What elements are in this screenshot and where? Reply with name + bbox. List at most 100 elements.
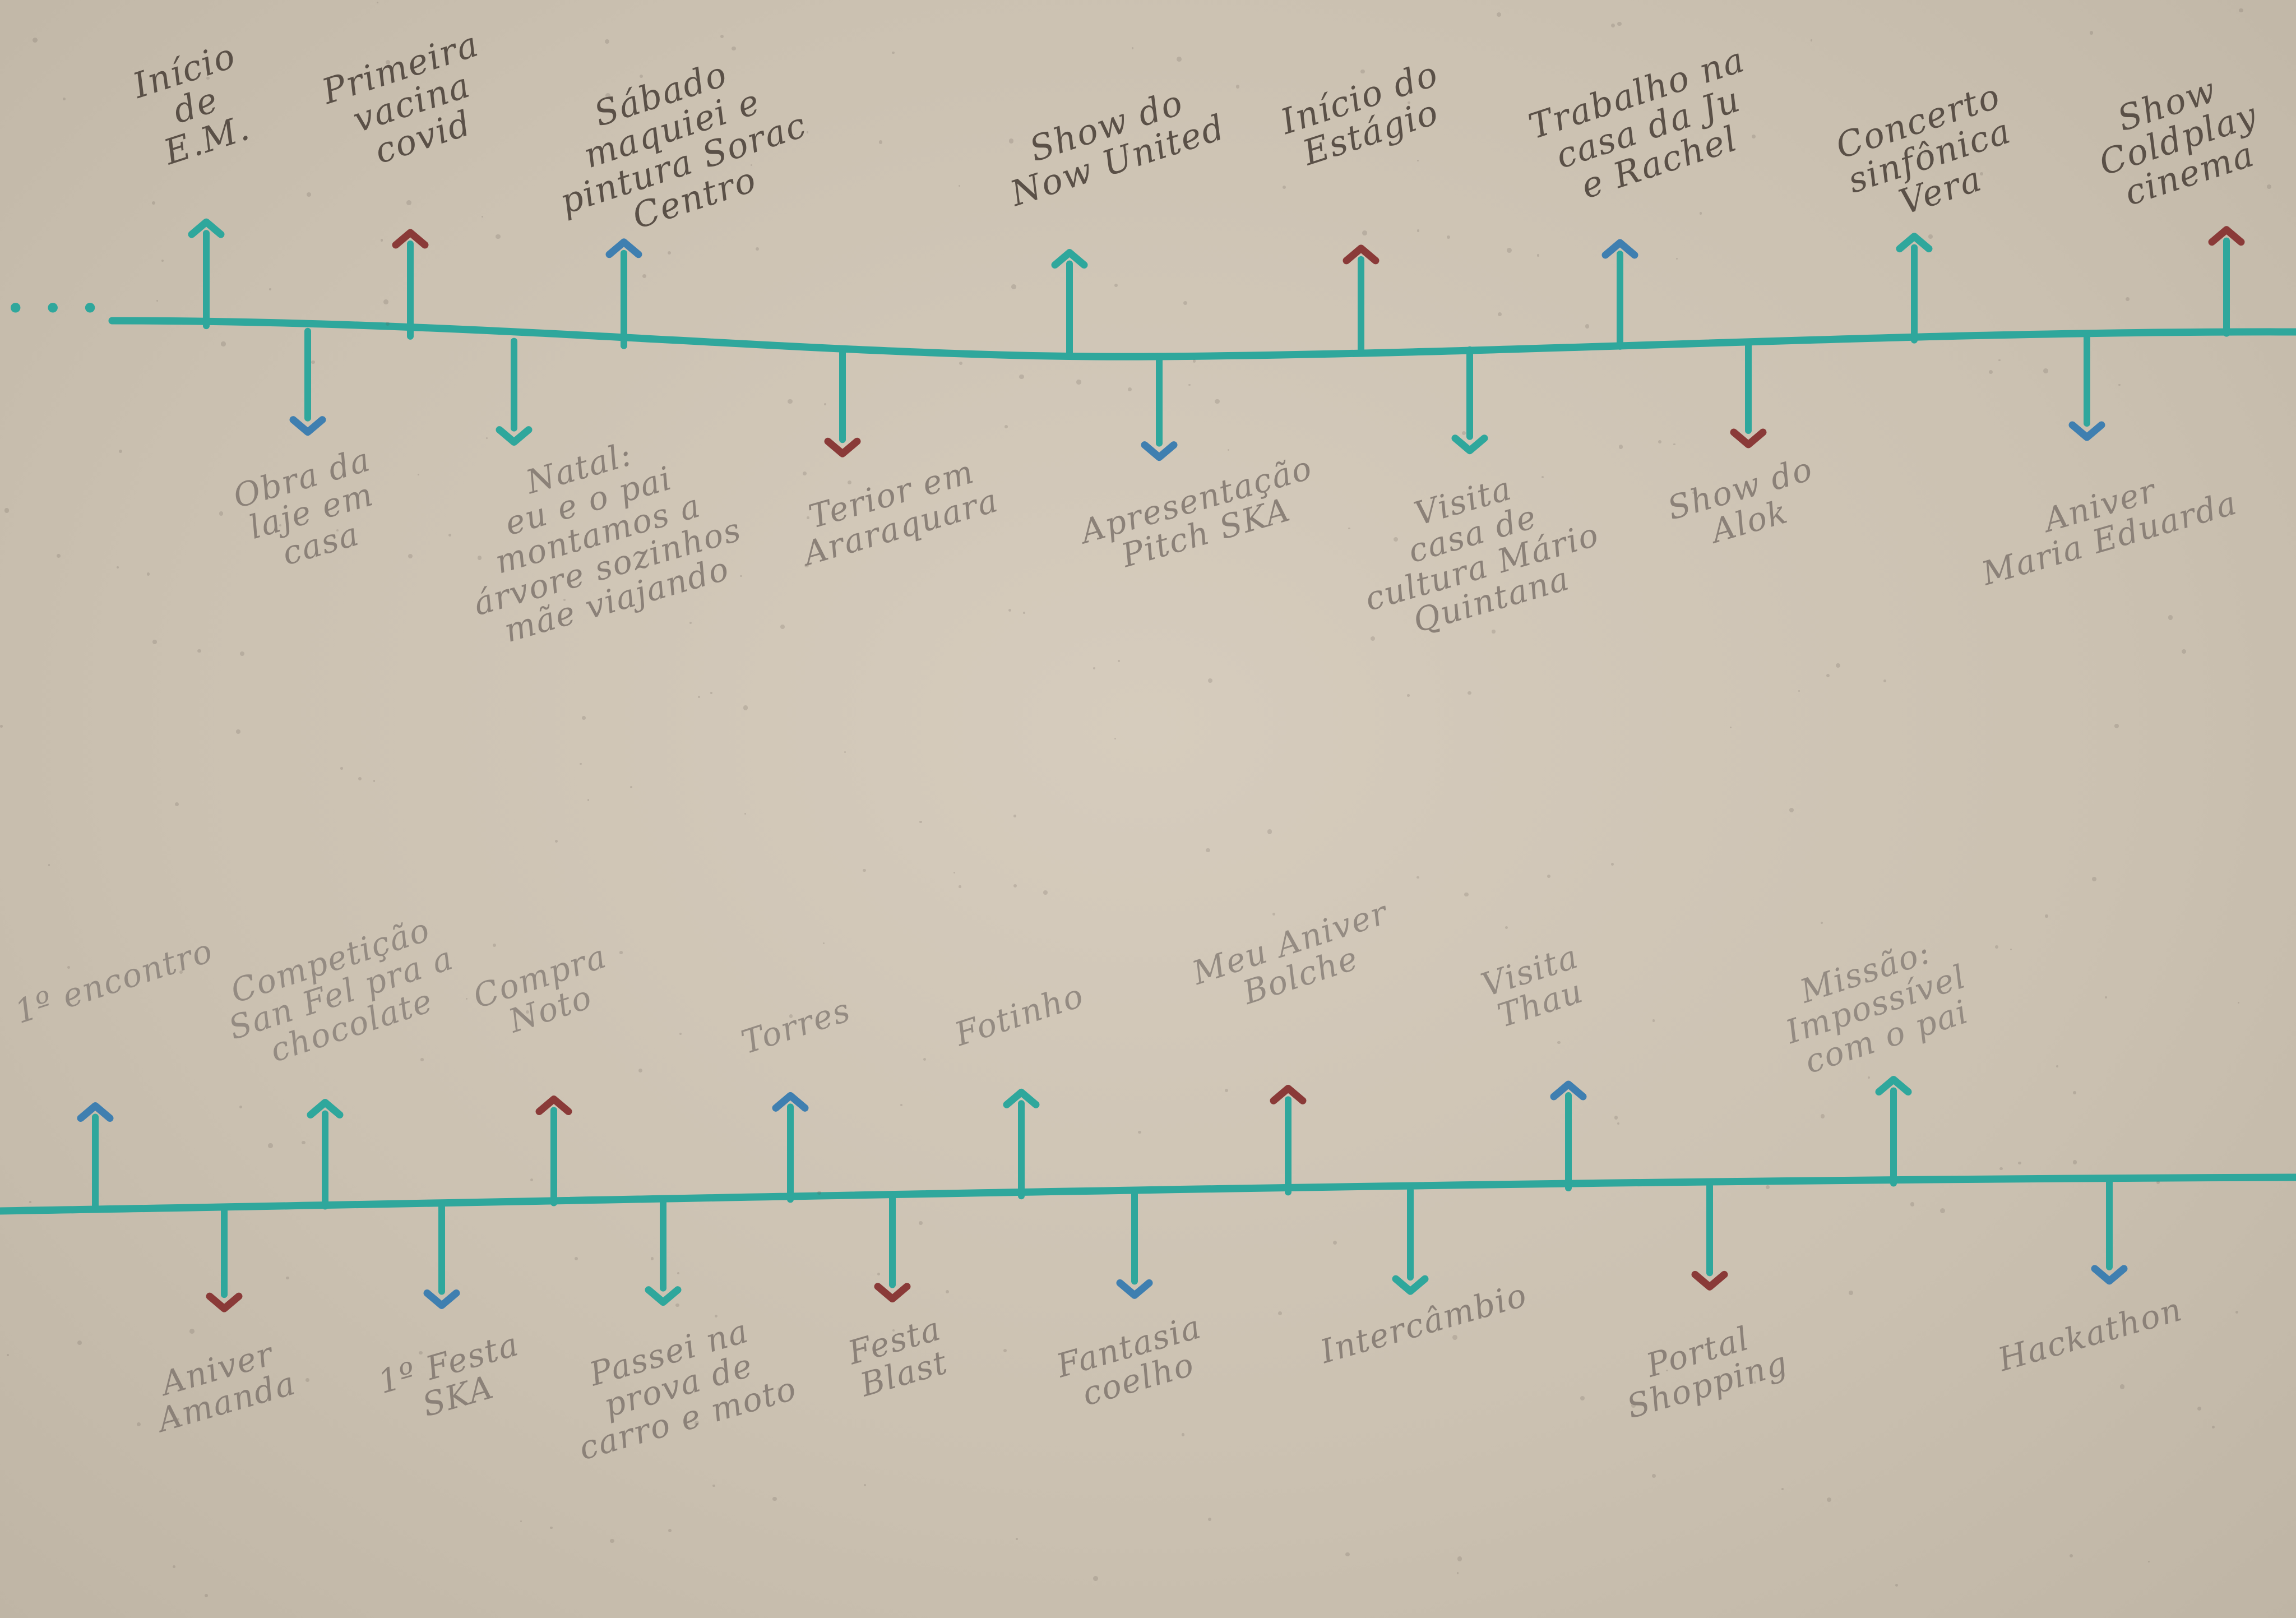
paper-speck [336,529,339,532]
paper-speck [900,1103,902,1106]
paper-speck [197,649,202,653]
paper-speck [156,299,159,302]
arrowhead-up-icon [535,1095,572,1116]
paper-speck [1370,636,1376,641]
paper-speck [605,93,610,98]
paper-speck [1009,138,1014,144]
paper-speck [1753,1381,1756,1384]
paper-speck [732,47,736,51]
arrowhead-up-icon [2208,226,2245,246]
paper-speck [408,553,413,558]
paper-speck [204,1593,208,1597]
paper-speck [1999,1167,2003,1171]
paper-speck [2125,297,2130,302]
paper-speck [1192,359,1196,363]
paper-speck [1789,808,1794,812]
paper-speck [844,751,846,753]
paper-speck [1008,608,1012,612]
paper-speck [1617,21,1622,26]
arrowhead-down-icon [1691,1270,1728,1291]
paper-speck [1283,186,1286,189]
paper-speck [1215,399,1220,404]
arrowhead-down-icon [1116,1279,1153,1299]
paper-speck [307,192,312,197]
paper-speck [268,1143,273,1148]
paper-speck [1293,983,1296,986]
paper-speck [550,1526,553,1529]
paper-speck [1181,1433,1185,1437]
arrowhead-up-icon [1875,1076,1912,1096]
paper-speck [667,251,672,255]
paper-speck [1417,876,1419,879]
paper-speck [1235,84,1240,89]
paper-speck [1848,1290,1853,1295]
arrowhead-down-icon [2068,421,2105,441]
paper-speck [1675,257,1678,260]
paper-speck [1138,1130,1141,1134]
paper-speck [2168,615,2173,620]
paper-speck [1417,229,1420,232]
paper-speck [2211,1425,2215,1429]
paper-speck [2114,724,2119,728]
paper-speck [1631,1403,1636,1408]
paper-speck [418,474,420,476]
paper-speck [1011,284,1016,289]
paper-speck [146,572,150,576]
arrowhead-down-icon [824,437,861,457]
paper-speck [161,260,164,262]
paper-speck [486,437,488,440]
arrowhead-down-icon [1451,434,1488,455]
paper-speck [1765,1185,1770,1189]
paper-speck [877,1272,880,1275]
paper-speck [383,299,388,304]
paper-speck [1207,678,1213,683]
paper-speck [386,60,391,65]
paper-speck [605,39,610,44]
paper-speck [1447,235,1451,239]
arrowhead-up-icon [77,1102,114,1122]
paper-speck [2045,914,2048,918]
paper-speck [1176,56,1182,62]
paper-speck [1456,1572,1459,1574]
paper-speck [1207,1517,1211,1521]
paper-speck [1652,1019,1655,1022]
paper-speck [286,1276,290,1280]
paper-speck [1332,1240,1337,1245]
arrowhead-up-icon [772,1092,809,1112]
paper-speck [1123,150,1128,154]
paper-speck [919,820,922,824]
paper-speck [221,341,226,346]
arrowhead-up-icon [1003,1088,1040,1108]
paper-speck [1345,1552,1350,1557]
paper-speck [1998,359,2001,362]
paper-speck [806,131,809,134]
paper-speck [1826,1497,1832,1503]
paper-speck [804,563,809,568]
paper-speck [1883,679,1887,682]
paper-speck [958,184,961,187]
paper-speck [744,812,747,815]
paper-speck [1003,1349,1007,1353]
paper-speck [1114,737,1116,739]
paper-speck [619,951,623,954]
paper-speck [1118,659,1121,662]
paper-speck [63,97,66,100]
paper-speck [743,705,748,710]
paper-speck [4,508,10,513]
paper-speck [2238,1001,2240,1004]
paper-speck [675,1303,679,1307]
paper-speck [1507,248,1512,253]
paper-speck [802,471,807,476]
paper-speck [1023,612,1025,614]
paper-speck [1348,527,1350,530]
paper-speck [1611,862,1614,866]
paper-speck [582,716,586,720]
paper-speck [638,1068,643,1073]
paper-speck [587,799,589,801]
paper-speck [1019,374,1025,380]
paper-speck [481,215,484,218]
arrowhead-down-icon [423,1289,460,1309]
paper-speck [1131,47,1134,49]
paper-speck [698,696,700,698]
paper-speck [777,1387,781,1392]
